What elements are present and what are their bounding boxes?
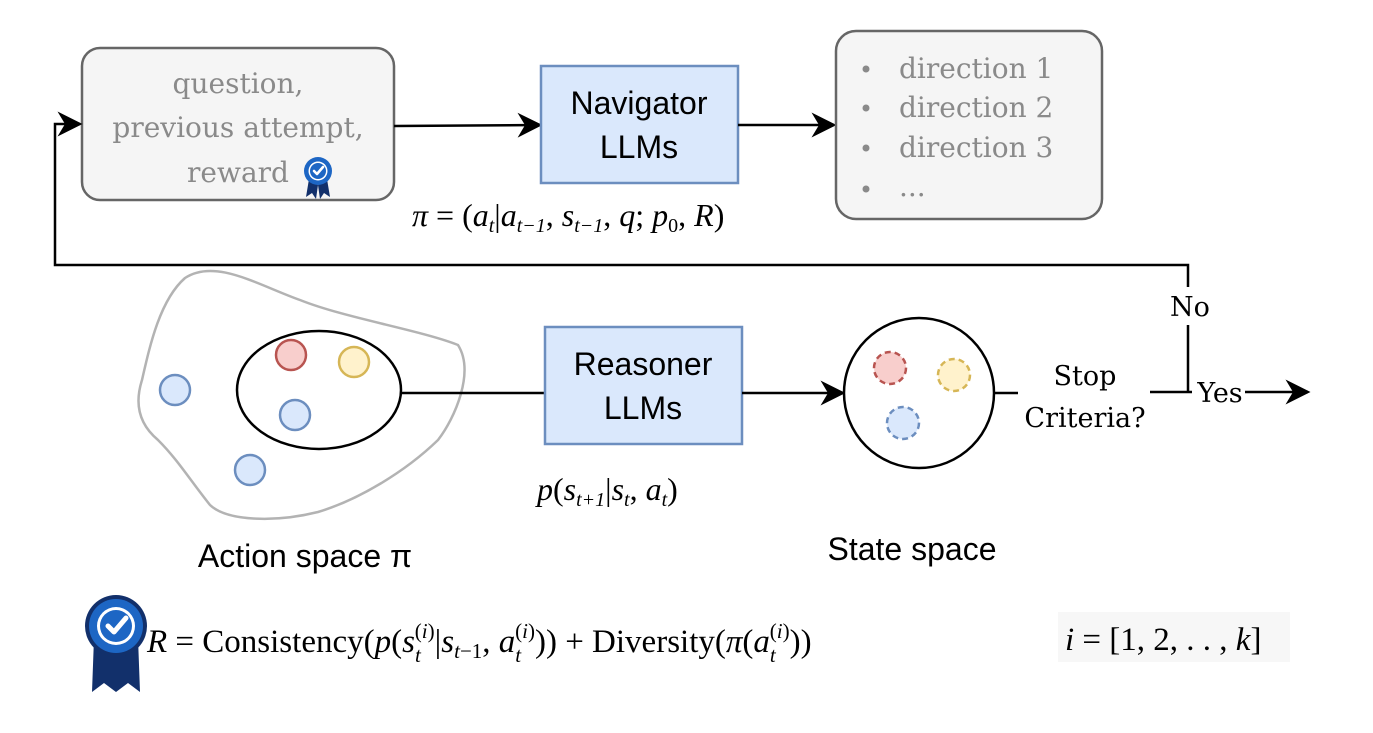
bullet-2 <box>862 104 870 112</box>
action-space-label: Action space π <box>198 538 412 574</box>
state-circle-yellow <box>936 357 972 393</box>
state-space-label: State space <box>828 531 997 567</box>
action-circle-blue-left <box>158 373 192 407</box>
feedback-loop-line <box>53 111 1190 287</box>
state-circle <box>842 316 996 470</box>
input-box-line1: question, <box>173 67 304 100</box>
transition-formula: p(st+1|st, at) <box>535 471 678 511</box>
state-circle-blue <box>885 405 921 441</box>
direction-item-4: ... <box>899 170 926 203</box>
bullet-3 <box>862 144 870 152</box>
action-circle-blue-inner <box>278 398 312 432</box>
action-ellipse <box>235 329 403 451</box>
navigator-line2: LLMs <box>600 129 678 165</box>
input-box-line2: previous attempt, <box>112 111 363 144</box>
reward-badge-large-icon <box>85 595 147 692</box>
navigator-box <box>539 64 740 185</box>
action-circle-yellow <box>337 345 371 379</box>
state-circle-red <box>872 350 908 386</box>
yes-label: Yes <box>1196 378 1242 409</box>
direction-item-1: direction 1 <box>899 52 1053 85</box>
arrow-input-to-navigator <box>393 112 543 138</box>
reward-badge-small-icon <box>304 157 332 199</box>
index-formula: i = [1, 2, . . , k] <box>1065 622 1261 658</box>
policy-formula: π = (at|at−1, st−1, q; p0, R) <box>412 197 724 237</box>
directions-box <box>834 29 1104 221</box>
direction-item-2: direction 2 <box>899 91 1053 124</box>
reasoner-box <box>543 325 744 446</box>
no-label: No <box>1170 292 1210 323</box>
reasoner-line2: LLMs <box>604 390 682 426</box>
input-box-line3: reward <box>187 156 289 189</box>
bullet-1 <box>862 65 870 73</box>
bullet-4 <box>862 185 870 193</box>
action-circle-red <box>274 338 308 372</box>
directions-list: direction 1 direction 2 direction 3 ... <box>862 52 1053 203</box>
navigator-line1: Navigator <box>571 85 708 121</box>
stop-line2: Criteria? <box>1024 403 1145 434</box>
reasoner-line1: Reasoner <box>574 346 713 382</box>
index-formula-bg <box>1058 612 1290 662</box>
reward-formula: R = Consistency(p(st(i)|st−1, at(i))) + … <box>146 619 812 667</box>
direction-item-3: direction 3 <box>899 131 1053 164</box>
action-circle-blue-bottom <box>233 453 267 487</box>
stop-line1: Stop <box>1054 361 1117 392</box>
